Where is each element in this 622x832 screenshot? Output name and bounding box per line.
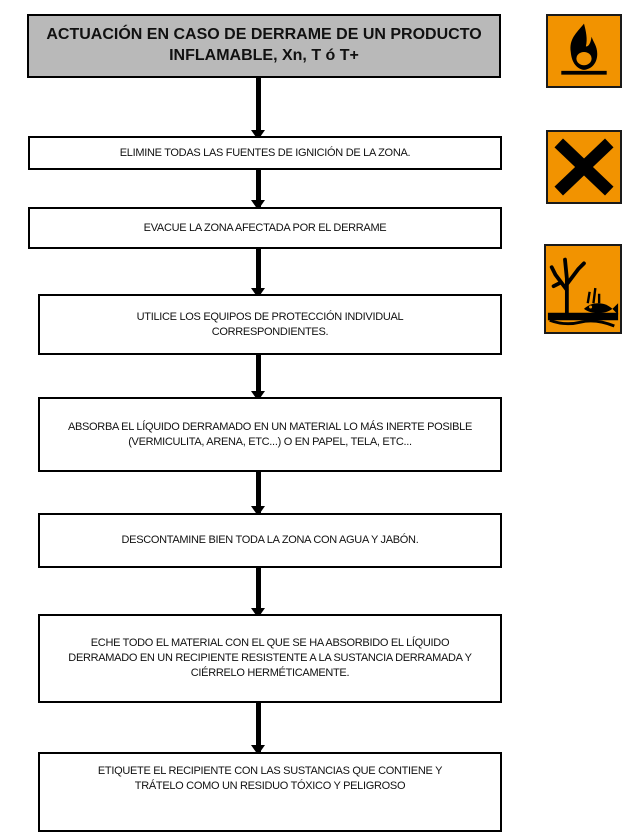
flow-arrow [251,78,265,140]
flowchart-title: ACTUACIÓN EN CASO DE DERRAME DE UN PRODU… [27,14,501,78]
flow-step-2: EVACUE LA ZONA AFECTADA POR EL DERRAME [28,207,502,249]
flow-step-6: ECHE TODO EL MATERIAL CON EL QUE SE HA A… [38,614,502,703]
flow-step-5: DESCONTAMINE BIEN TODA LA ZONA CON AGUA … [38,513,502,568]
flow-arrow [251,472,265,516]
flow-step-1: ELIMINE TODAS LAS FUENTES DE IGNICIÓN DE… [28,136,502,170]
flow-arrow [251,355,265,401]
flow-arrow [251,170,265,210]
flow-step-7: ETIQUETE EL RECIPIENTE CON LAS SUSTANCIA… [38,752,502,832]
flow-step-3: UTILICE LOS EQUIPOS DE PROTECCIÓN INDIVI… [38,294,502,355]
flow-step-4: ABSORBA EL LÍQUIDO DERRAMADO EN UN MATER… [38,397,502,472]
environment-hazard-icon [544,244,622,334]
flow-arrow [251,568,265,618]
flow-arrow [251,703,265,755]
flow-arrow [251,249,265,298]
flame-hazard-icon [546,14,622,88]
harmful-x-hazard-icon [546,130,622,204]
